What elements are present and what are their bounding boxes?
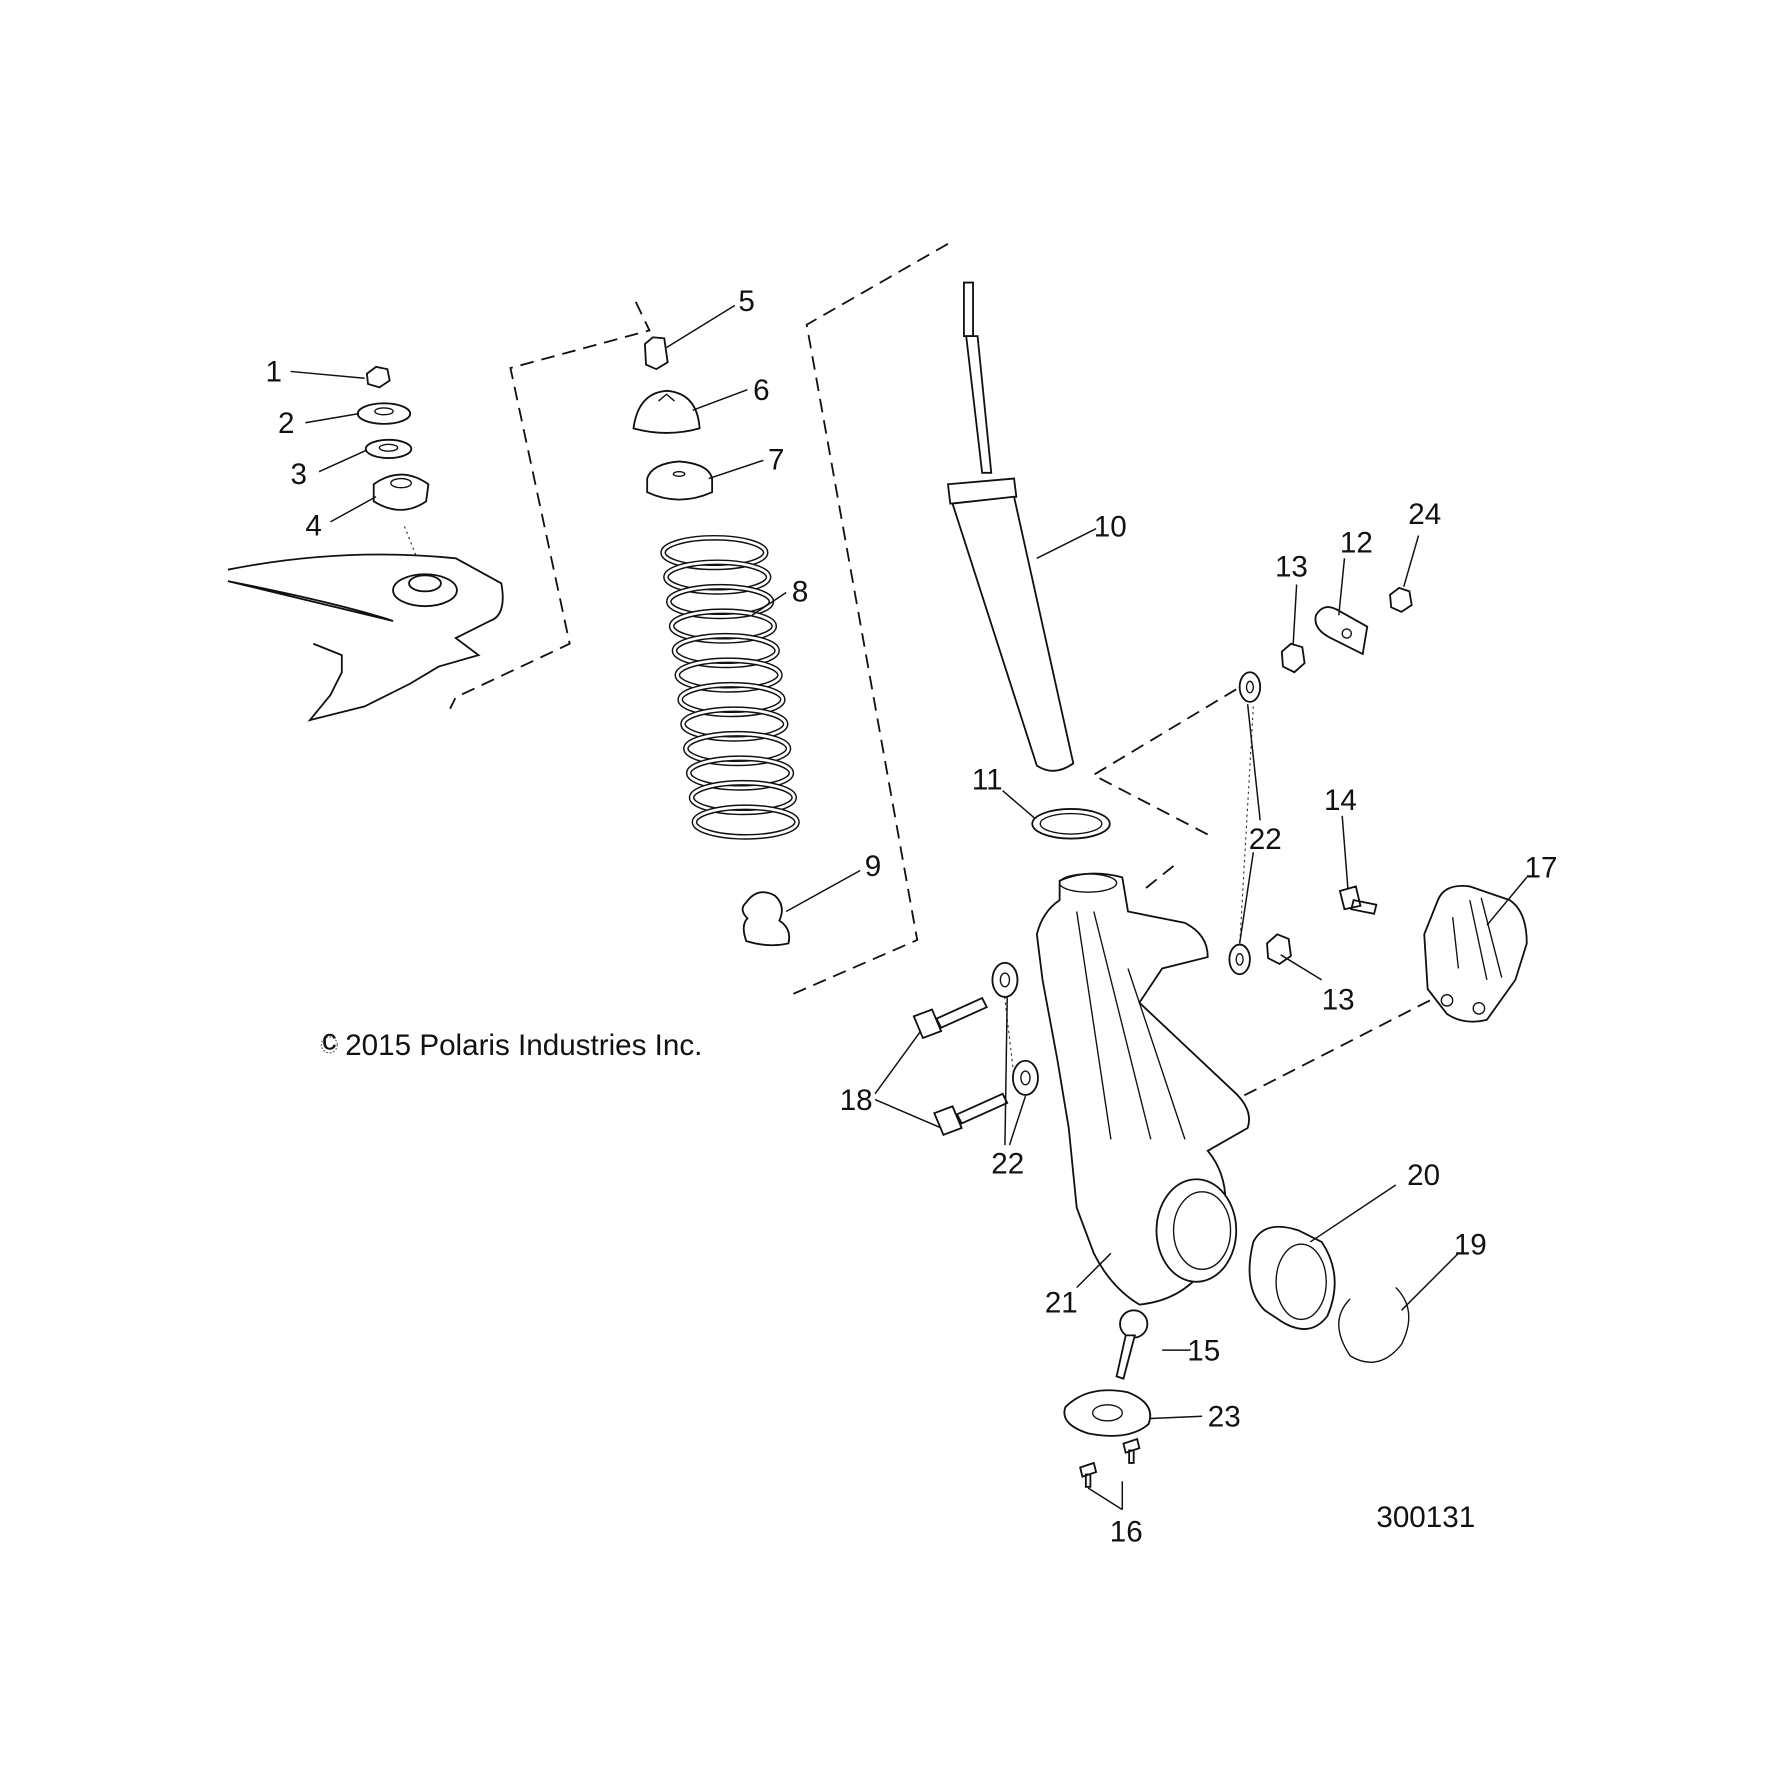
callout-4: 4 (305, 510, 321, 543)
wheel-bearing-20 (1248, 1225, 1336, 1330)
callout-3: 3 (291, 458, 307, 491)
callout-7: 7 (768, 443, 784, 476)
assembly-line-washer (1239, 706, 1254, 946)
retainer-plate-23 (1063, 1389, 1152, 1437)
callout-19: 19 (1454, 1228, 1487, 1261)
spring-coil-turn (661, 536, 768, 569)
callout-1: 1 (265, 356, 281, 389)
callout-6: 6 (753, 374, 769, 407)
washer-22-upper (991, 961, 1019, 998)
spring-coil-turn (678, 683, 785, 716)
callout-22-top: 22 (1249, 823, 1282, 856)
spring-coil-turn (675, 658, 782, 692)
assembly-line-caliper (1235, 999, 1431, 1101)
assembly-line-bolts (403, 526, 1015, 1077)
callout-23: 23 (1208, 1401, 1241, 1434)
seal-ring-11 (1031, 808, 1111, 840)
callout-8: 8 (792, 576, 808, 609)
callout-16: 16 (1110, 1516, 1143, 1549)
nut-24 (1389, 586, 1413, 613)
assembly-line-shock (785, 243, 949, 998)
spring-coil-turn (670, 609, 776, 643)
coil-spring-8 (660, 534, 800, 840)
callout-12: 12 (1340, 527, 1373, 560)
nut-5 (643, 336, 669, 371)
drawing-number: 300131 (1376, 1501, 1475, 1534)
spring-coil-turn (684, 732, 790, 765)
callout-9: 9 (865, 850, 881, 883)
callout-5: 5 (738, 285, 754, 318)
callout-18: 18 (840, 1084, 873, 1117)
ball-joint-15 (1115, 1309, 1149, 1380)
spring-seat-7 (646, 460, 714, 501)
brake-caliper-17 (1423, 884, 1528, 1023)
spring-coil-turn (681, 707, 787, 741)
nut-13-mid (1266, 933, 1292, 965)
assembly-line-frame (449, 301, 651, 710)
retainer-6 (632, 389, 701, 434)
leader-lines (290, 304, 1528, 1511)
bump-stop-9 (741, 891, 791, 947)
washer-3 (364, 438, 413, 459)
spring-coil-turn (687, 756, 793, 790)
frame-mount-bracket (227, 553, 504, 722)
callout-22-bottom: 22 (991, 1148, 1024, 1181)
washer-22-top (1238, 671, 1262, 703)
callout-17: 17 (1524, 851, 1557, 884)
callout-10: 10 (1094, 511, 1127, 544)
callout-13-top: 13 (1275, 551, 1308, 584)
assembly-line-knuckle (1093, 688, 1237, 890)
washer-22-mid (1228, 943, 1251, 976)
washer-2 (356, 402, 412, 425)
spring-coil-turn (693, 805, 799, 839)
spring-coil-turn (664, 560, 770, 594)
screw-16-right (1122, 1437, 1141, 1464)
nut-13-top (1280, 642, 1306, 674)
screw-16-left (1079, 1461, 1098, 1488)
clip-12 (1314, 606, 1369, 656)
steering-knuckle-21 (1035, 872, 1250, 1306)
bolt-14 (1338, 885, 1378, 915)
callout-2: 2 (278, 407, 294, 440)
callout-11: 11 (972, 764, 1003, 797)
callout-13-mid: 13 (1322, 983, 1355, 1016)
washer-22-lower (1012, 1059, 1039, 1096)
bolt-18-lower (933, 1092, 1009, 1136)
copyright-symbol: c (322, 1023, 337, 1056)
copyright-text: 2015 Polaris Industries Inc. (345, 1029, 702, 1062)
callout-21: 21 (1045, 1287, 1078, 1320)
spring-coil-turn (673, 634, 779, 667)
callout-20: 20 (1407, 1159, 1440, 1192)
shock-absorber-10 (946, 281, 1075, 772)
spring-coil-turn (690, 781, 796, 814)
callout-14: 14 (1324, 784, 1357, 817)
callout-15: 15 (1187, 1334, 1220, 1367)
callout-24: 24 (1408, 498, 1441, 531)
bushing-4 (372, 473, 430, 511)
copyright-notice: c 2015 Polaris Industries Inc. (320, 1023, 702, 1062)
callout-labels: 1 2 3 4 5 6 7 8 9 10 11 12 13 24 14 22 1… (265, 285, 1557, 1549)
snap-ring-19 (1338, 1287, 1410, 1363)
bolt-18-upper (912, 996, 988, 1040)
nut-1 (365, 365, 391, 389)
